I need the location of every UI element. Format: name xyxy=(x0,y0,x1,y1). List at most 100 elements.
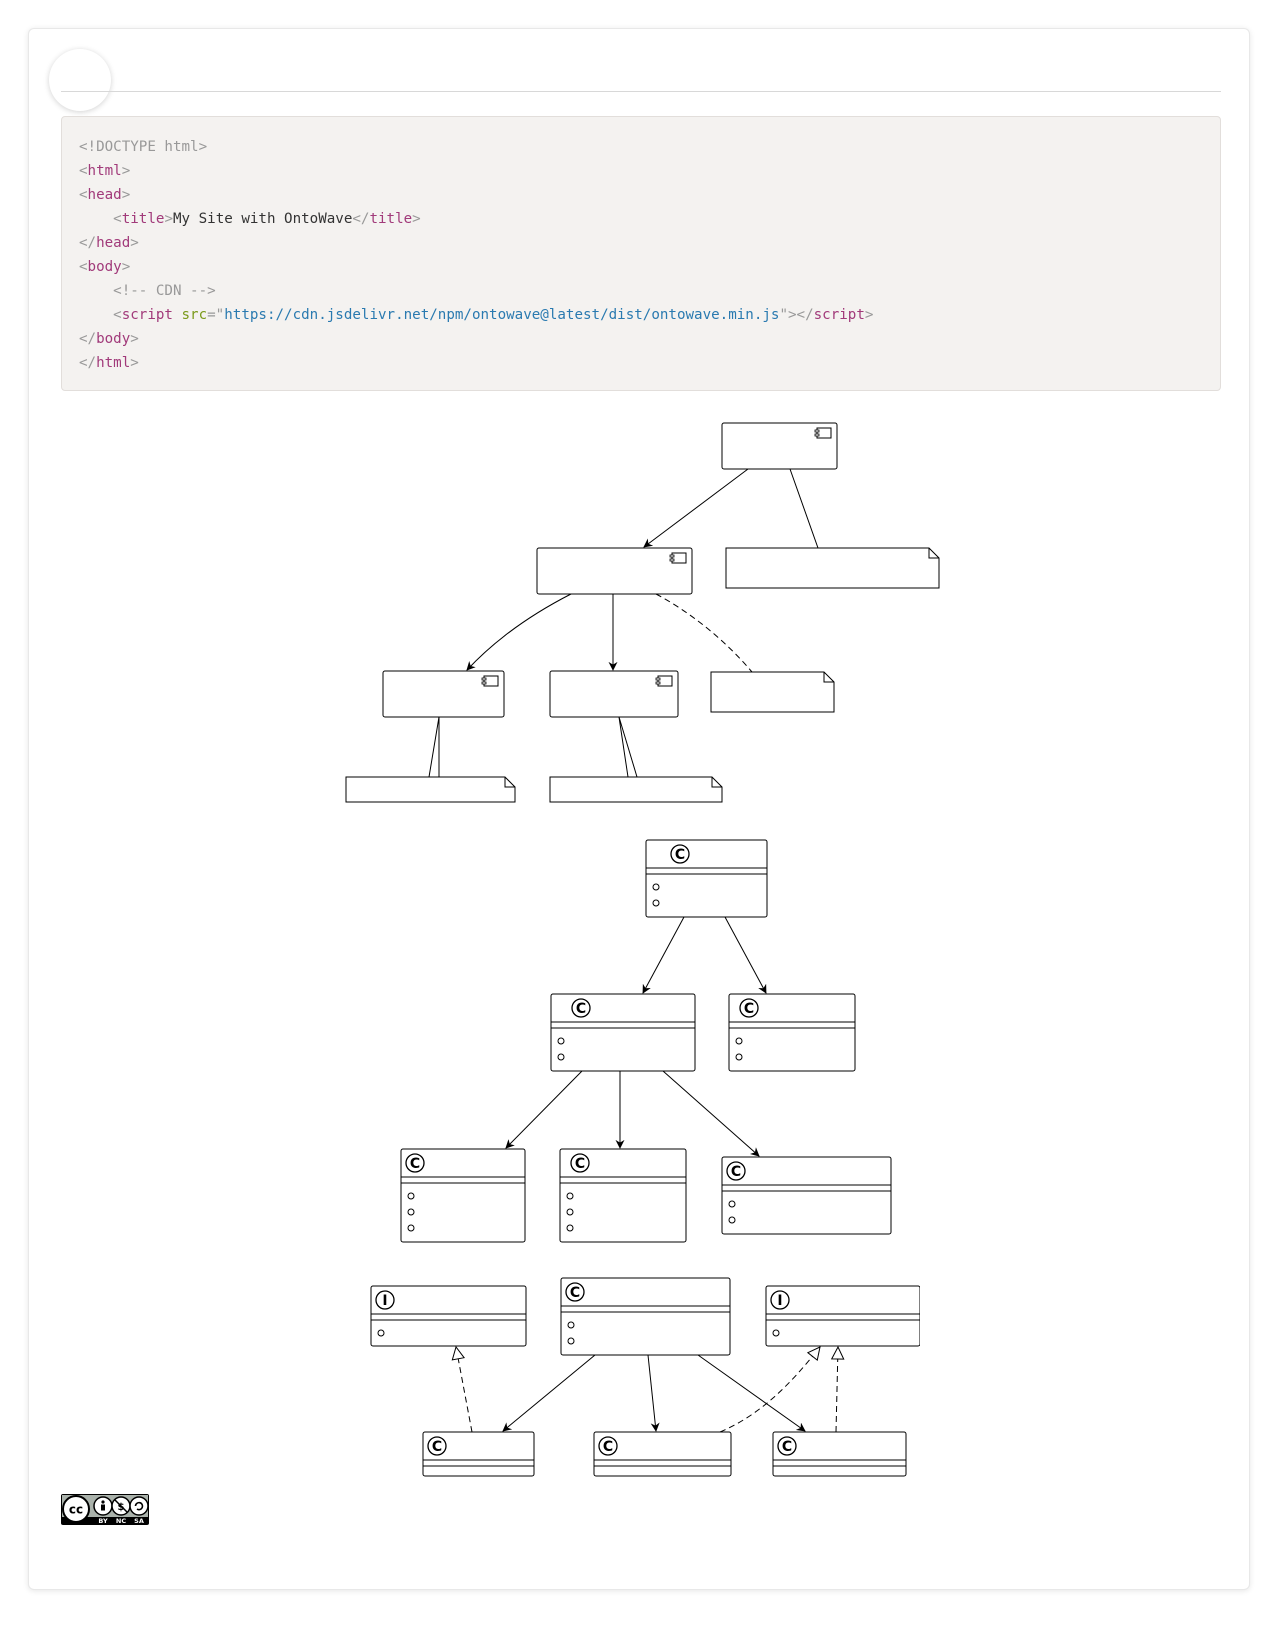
code-line: <head> xyxy=(79,187,130,203)
realize-bottom-a-to-interface-left xyxy=(456,1347,473,1433)
class-level2-right: C xyxy=(728,993,856,1072)
arrow-mid-to-left xyxy=(466,593,572,671)
class-stereotype-icon: C xyxy=(405,1153,425,1173)
code-token: > xyxy=(130,355,139,371)
note-left xyxy=(345,716,516,803)
code-line: <!-- CDN --> xyxy=(79,283,216,299)
attribute-marker xyxy=(557,1053,565,1061)
component-icon xyxy=(669,552,687,564)
code-token: > xyxy=(412,211,421,227)
code-token: > xyxy=(121,259,131,275)
code-token: > xyxy=(121,163,131,179)
class-stereotype-icon: C xyxy=(598,1436,618,1456)
code-listing: <!DOCTYPE html> <html> <head> <title>My … xyxy=(79,135,873,375)
stereotype-letter: C xyxy=(570,1285,580,1301)
stereotype-letter: C xyxy=(576,1001,586,1017)
interface-right: I xyxy=(765,1285,920,1347)
class-stereotype-icon: C xyxy=(670,844,690,864)
code-token: < xyxy=(79,259,88,275)
edge-hub-to-bottom-c xyxy=(697,1354,806,1432)
code-token: title xyxy=(369,211,413,227)
attribute-marker xyxy=(728,1200,736,1208)
class-bottom-c: C xyxy=(772,1431,907,1477)
edge-hub-to-bottom-a xyxy=(502,1354,596,1432)
class-stereotype-icon: C xyxy=(777,1436,797,1456)
attribute-marker xyxy=(772,1329,780,1337)
stereotype-letter: C xyxy=(782,1439,792,1455)
class-hub: C xyxy=(560,1277,731,1356)
edge-level2-left-to-c xyxy=(662,1070,760,1157)
code-token: > xyxy=(864,307,874,323)
code-token: </ xyxy=(79,235,97,251)
interface-stereotype-icon: I xyxy=(375,1290,395,1310)
code-token: html xyxy=(87,163,122,179)
attribute-marker xyxy=(652,883,660,891)
component-mid xyxy=(536,547,693,595)
attribute-marker xyxy=(652,899,660,907)
class-stereotype-icon: C xyxy=(565,1282,585,1302)
note-mid xyxy=(710,671,835,713)
code-token: > xyxy=(130,331,139,347)
code-token xyxy=(173,307,182,323)
code-token: https://cdn.jsdelivr.net/npm/ontowave@la… xyxy=(224,307,780,323)
code-token: head xyxy=(96,235,131,251)
code-token: head xyxy=(87,187,122,203)
edge-hub-to-bottom-b xyxy=(647,1354,660,1432)
component-center xyxy=(549,670,679,718)
code-token: < xyxy=(79,163,88,179)
code-token: script xyxy=(813,307,865,323)
interface-left: I xyxy=(370,1285,527,1347)
stereotype-letter: C xyxy=(432,1439,442,1455)
code-token xyxy=(79,307,113,323)
avatar xyxy=(49,49,111,111)
interface-stereotype-icon: I xyxy=(770,1290,790,1310)
stereotype-letter: I xyxy=(382,1293,387,1309)
code-token: > xyxy=(130,235,139,251)
code-line: <title>My Site with OntoWave</title> xyxy=(79,211,421,227)
stereotype-letter: C xyxy=(575,1156,585,1172)
attribute-marker xyxy=(407,1192,415,1200)
attribute-marker xyxy=(566,1224,574,1232)
attribute-marker xyxy=(407,1208,415,1216)
edge-root-to-level2-left xyxy=(642,916,685,994)
arrow-root-to-mid xyxy=(643,468,749,548)
code-token: < xyxy=(113,307,122,323)
code-token: src xyxy=(181,307,208,323)
code-token: < xyxy=(113,211,122,227)
by-icon xyxy=(93,1496,113,1516)
realize-bottom-b-to-interface-right xyxy=(719,1347,820,1433)
code-line: </body> xyxy=(79,331,139,347)
stereotype-letter: C xyxy=(603,1439,613,1455)
edge-level2-left-to-a xyxy=(505,1070,583,1149)
nc-label: NC xyxy=(116,1517,126,1525)
note-center xyxy=(549,716,723,803)
stereotype-letter: C xyxy=(744,1001,754,1017)
class-level3-a: C xyxy=(400,1148,526,1243)
code-token: body xyxy=(96,331,131,347)
code-line: </html> xyxy=(79,355,139,371)
cc-license-badge[interactable]: cc $ BY NC SA xyxy=(61,1494,149,1525)
code-line: </head> xyxy=(79,235,139,251)
component-icon xyxy=(814,427,832,439)
component-left xyxy=(382,670,505,718)
code-block: <!DOCTYPE html> <html> <head> <title>My … xyxy=(61,116,1221,391)
class-stereotype-icon: C xyxy=(570,1153,590,1173)
attribute-marker xyxy=(566,1192,574,1200)
stereotype-letter: C xyxy=(731,1164,741,1180)
code-token xyxy=(79,283,113,299)
cc-icon: cc xyxy=(62,1495,90,1523)
attribute-marker xyxy=(566,1208,574,1216)
code-token: <!-- CDN --> xyxy=(113,283,216,299)
code-line: <html> xyxy=(79,163,130,179)
component-root xyxy=(721,422,838,470)
component-icon xyxy=(655,675,673,687)
attribute-marker xyxy=(407,1224,415,1232)
dashed-link-mid-to-note xyxy=(655,593,753,673)
attribute-marker xyxy=(735,1053,743,1061)
code-token: < xyxy=(79,187,88,203)
attribute-marker xyxy=(735,1037,743,1045)
code-token: html xyxy=(96,355,131,371)
code-token xyxy=(79,211,113,227)
code-token: script xyxy=(121,307,173,323)
attribute-marker xyxy=(377,1329,385,1337)
